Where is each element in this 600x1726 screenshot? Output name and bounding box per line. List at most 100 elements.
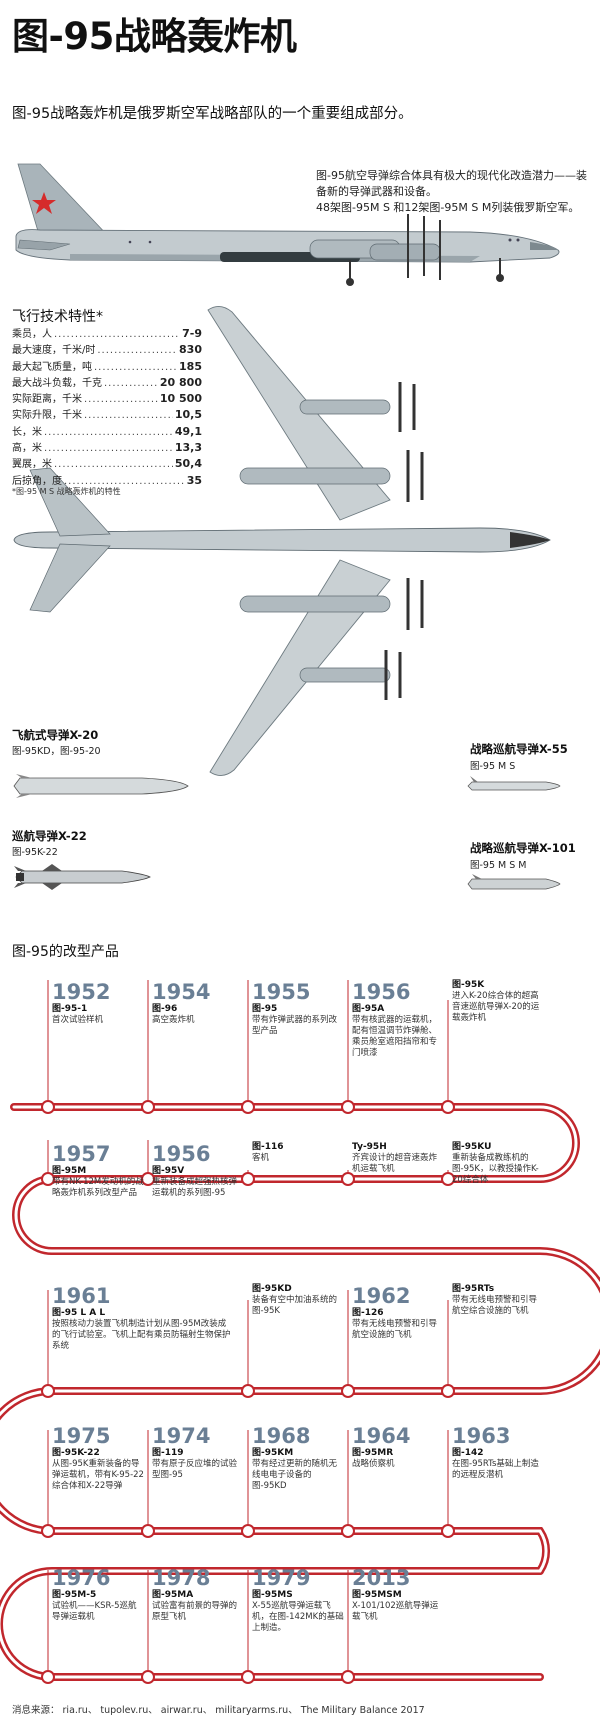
timeline-entry: 图-95RTs 带有无线电预警和引导航空综合设施的飞机 bbox=[452, 1284, 544, 1317]
entry-desc: 试验富有前景的导弹的原型飞机 bbox=[152, 1601, 238, 1622]
entry-desc: 试验机——KSR-5巡航导弹运载机 bbox=[52, 1601, 137, 1622]
spec-label: 最大起飞质量，吨 bbox=[12, 361, 92, 373]
weapon-x55-name: 战略巡航导弹X-55 bbox=[470, 742, 568, 756]
entry-year: 1961 bbox=[52, 1284, 111, 1308]
entry-year: 1979 bbox=[252, 1566, 311, 1590]
page-subtitle: 图-95战略轰炸机是俄罗斯空军战略部队的一个重要组成部分。 bbox=[12, 106, 413, 122]
spec-value: 50,4 bbox=[174, 457, 202, 471]
spec-row: 高，米.....................................… bbox=[12, 440, 202, 456]
entry-model: 图-116 bbox=[252, 1142, 284, 1152]
entry-model: 图-119 bbox=[152, 1448, 184, 1458]
entry-desc: 齐宾设计的超音速轰炸机运载飞机 bbox=[352, 1153, 438, 1174]
entry-desc: 带有原子反应堆的试验型图-95 bbox=[152, 1459, 238, 1480]
entry-desc: 从图-95K重新装备的导弹运载机，带有K-95-22综合体和X-22导弹 bbox=[52, 1459, 144, 1491]
timeline-entry: 1955 图-95 带有炸弹武器的系列改型产品 bbox=[252, 980, 344, 1037]
entry-desc: X-101/102巡航导弹运载飞机 bbox=[352, 1601, 439, 1622]
spec-value: 13,3 bbox=[174, 441, 202, 455]
entry-model: 图-95-1 bbox=[52, 1004, 88, 1014]
entry-desc: 带有炸弹武器的系列改型产品 bbox=[252, 1015, 338, 1036]
spec-value: 10 500 bbox=[159, 392, 202, 406]
weapon-x55-carrier: 图-95 M S bbox=[470, 761, 516, 772]
spec-value: 830 bbox=[179, 343, 202, 357]
entry-year: 1956 bbox=[352, 980, 411, 1004]
weapon-x101-carrier: 图-95 M S M bbox=[470, 860, 527, 871]
note-line: 备新的导弹武器和设备。 bbox=[316, 185, 437, 198]
specs-title: 飞行技术特性* bbox=[12, 309, 103, 325]
timeline-entry: 图-95KU 重新装备成教练机的图-95K，以教授操作K-20综合体 bbox=[452, 1142, 544, 1186]
entry-desc: 客机 bbox=[252, 1153, 270, 1163]
entry-model: 图-95K bbox=[452, 980, 485, 990]
timeline-entry: 1962 图-126 带有无线电预警和引导航空设施的飞机 bbox=[352, 1284, 444, 1341]
entry-year: 1955 bbox=[252, 980, 311, 1004]
entry-year: 1952 bbox=[52, 980, 111, 1004]
aircraft-top-view bbox=[13, 306, 551, 776]
entry-model: 图-95A bbox=[352, 1004, 385, 1014]
spec-label: 高，米 bbox=[12, 443, 42, 455]
spec-row: 最大起飞质量，吨................................… bbox=[12, 359, 202, 375]
entry-model: 图-95M bbox=[52, 1166, 87, 1176]
timeline-entry: 1974 图-119 带有原子反应堆的试验型图-95 bbox=[152, 1424, 244, 1481]
spec-label: 长，米 bbox=[12, 426, 42, 438]
weapon-x101-name: 战略巡航导弹X-101 bbox=[470, 841, 576, 855]
entry-model: 图-95RTs bbox=[452, 1284, 495, 1294]
entry-year: 1978 bbox=[152, 1566, 211, 1590]
entry-desc: 高空轰炸机 bbox=[152, 1015, 195, 1025]
entry-desc: 带有NK-12M发动机的战略轰炸机系列改型产品 bbox=[52, 1177, 144, 1198]
entry-desc: 带有无线电预警和引导航空综合设施的飞机 bbox=[452, 1295, 538, 1316]
missile-x55-image bbox=[467, 776, 561, 791]
timeline-entry: 1954 图-96 高空轰炸机 bbox=[152, 980, 244, 1026]
weapon-x20-name: 飞航式导弹X-20 bbox=[12, 728, 99, 742]
entry-model: 图-95KD bbox=[252, 1284, 292, 1294]
spec-label: 翼展，米 bbox=[12, 459, 52, 471]
missile-x101-image bbox=[467, 874, 561, 890]
entry-desc: 重新装备成超强热核弹运载机的系列图-95 bbox=[152, 1177, 238, 1198]
entry-desc: 战略侦察机 bbox=[352, 1459, 395, 1469]
timeline-entry: 1978 图-95MA 试验富有前景的导弹的原型飞机 bbox=[152, 1566, 244, 1623]
spec-row: 乘员，人....................................… bbox=[12, 326, 202, 342]
spec-label: 乘员，人 bbox=[12, 329, 52, 340]
entry-year: 1962 bbox=[352, 1284, 411, 1308]
entry-year: 1968 bbox=[252, 1424, 311, 1448]
modernization-note: 图-95航空导弹综合体具有极大的现代化改造潜力——装 备新的导弹武器和设备。 4… bbox=[316, 168, 598, 216]
spec-value: 20 800 bbox=[159, 375, 202, 389]
entry-year: 1963 bbox=[452, 1424, 511, 1448]
spec-row: 最大速度，千米/时...............................… bbox=[12, 342, 202, 358]
timeline-title: 图-95的改型产品 bbox=[12, 944, 119, 960]
entry-model: 图-95V bbox=[152, 1166, 185, 1176]
aircraft-side-view bbox=[15, 163, 560, 286]
spec-label: 后掠角，度 bbox=[12, 475, 62, 487]
note-line: 图-95航空导弹综合体具有极大的现代化改造潜力——装 bbox=[316, 169, 587, 182]
entry-year: 1975 bbox=[52, 1424, 111, 1448]
timeline-entry: 1956 图-95A 带有核武器的运载机，配有恒温调节炸弹舱、乘员舱室遮阳挡帘和… bbox=[352, 980, 444, 1059]
spec-label: 最大战斗负载，千克 bbox=[12, 377, 102, 389]
timeline-entry: 1975 图-95K-22 从图-95K重新装备的导弹运载机，带有K-95-22… bbox=[52, 1424, 144, 1492]
note-line: 48架图-95M S 和12架图-95M S M列装俄罗斯空军。 bbox=[316, 201, 580, 214]
entry-model: 图-142 bbox=[452, 1448, 484, 1458]
spec-row: 后掠角，度...................................… bbox=[12, 473, 202, 489]
source-footer: 消息来源： ria.ru、 tupolev.ru、 airwar.ru、 mil… bbox=[12, 1705, 425, 1716]
entry-year: 2013 bbox=[352, 1566, 411, 1590]
entry-model: 图-95MR bbox=[352, 1448, 394, 1458]
entry-model: 图-95MS bbox=[252, 1590, 293, 1600]
spec-value: 10,5 bbox=[174, 408, 202, 422]
missile-x20-image bbox=[13, 774, 189, 798]
entry-desc: 带有核武器的运载机，配有恒温调节炸弹舱、乘员舱室遮阳挡帘和专门喷漆 bbox=[352, 1015, 438, 1058]
entry-model: 图-95KU bbox=[452, 1142, 492, 1152]
entry-year: 1974 bbox=[152, 1424, 211, 1448]
entry-year: 1954 bbox=[152, 980, 211, 1004]
spec-row: 实际升限，千米.................................… bbox=[12, 407, 202, 423]
entry-model: 图-95MA bbox=[152, 1590, 194, 1600]
entry-model: 图-95MSM bbox=[352, 1590, 402, 1600]
entry-desc: 重新装备成教练机的图-95K，以教授操作K-20综合体 bbox=[452, 1153, 539, 1185]
timeline-entry: 1957 图-95M 带有NK-12M发动机的战略轰炸机系列改型产品 bbox=[52, 1142, 144, 1199]
timeline-entry: 1976 图-95M-5 试验机——KSR-5巡航导弹运载机 bbox=[52, 1566, 144, 1623]
entry-desc: 进入K-20综合体的超高音速巡航导弹X-20的运载轰炸机 bbox=[452, 991, 540, 1023]
red-star-icon bbox=[32, 192, 56, 214]
entry-model: 图-95KM bbox=[252, 1448, 294, 1458]
timeline-entry: 1963 图-142 在图-95RTs基础上制造的远程反潜机 bbox=[452, 1424, 544, 1481]
entry-model: 图-95K-22 bbox=[52, 1448, 100, 1458]
spec-row: 最大战斗负载，千克...............................… bbox=[12, 375, 202, 391]
timeline-entry: 图-116 客机 bbox=[252, 1142, 344, 1164]
entry-model: 图-96 bbox=[152, 1004, 178, 1014]
